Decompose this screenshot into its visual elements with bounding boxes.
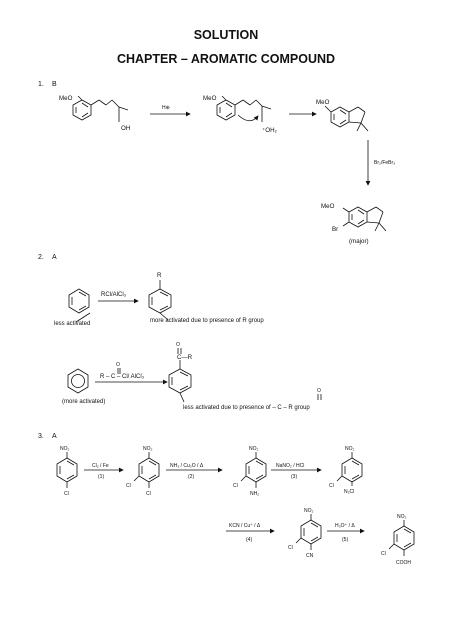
- q3-nh2-3: NH₂: [250, 491, 259, 497]
- q1-br-label: Br: [332, 226, 338, 233]
- q3-step2-num: (2): [188, 474, 194, 480]
- q3-step3-num: (3): [291, 474, 297, 480]
- q2-less-activated: less activated: [54, 321, 90, 327]
- q3-cl-1: Cl: [64, 491, 69, 497]
- q2-reagent-rcl: RCl/AlCl₃: [101, 292, 127, 298]
- q1-reagent-br: Br₂/FeBr₃: [374, 160, 395, 166]
- q1-meo-label-4: MeO: [321, 203, 335, 210]
- q3-cl-4: Cl: [329, 483, 334, 489]
- q3-step1-num: (1): [98, 474, 104, 480]
- q1-meo-label-2: MeO: [203, 95, 217, 102]
- q2-acyl-cr: C—R: [177, 354, 193, 361]
- q1-reactant: [72, 95, 129, 122]
- q3-compound-5: [295, 514, 322, 550]
- q3-compound-2: [133, 452, 160, 488]
- q2-more-activated: (more activated): [62, 399, 105, 405]
- q3-no2-1: NO₂: [60, 446, 70, 452]
- q3-no2-3: NO₂: [249, 446, 259, 452]
- q1-meo-label-3: MeO: [316, 99, 330, 106]
- question-2-answer: A: [52, 254, 57, 261]
- q1-major-label: (major): [349, 238, 369, 245]
- q3-no2-2: NO₂: [143, 446, 153, 452]
- q3-step2-reagent: NH₃ / Cu₂O / Δ: [170, 463, 204, 469]
- q1-oh2-label: ⁺OH₂: [262, 127, 278, 134]
- q3-cl-3: Cl: [233, 483, 238, 489]
- q2-alkylbenzene: [148, 280, 172, 314]
- chapter-title: CHAPTER – AROMATIC COMPOUND: [116, 52, 336, 66]
- q3-no2-6: NO₂: [397, 514, 407, 520]
- q3-step4-num: (4): [246, 537, 252, 543]
- question-1-answer: B: [52, 81, 57, 88]
- q3-cl-2b: Cl: [146, 491, 151, 497]
- q2-acyl-o: O: [176, 342, 180, 348]
- q2-pointer-3: [179, 392, 185, 403]
- q2-r-label: R: [157, 272, 162, 279]
- q2-benzene: [68, 288, 90, 314]
- q3-cn-5: CN: [306, 553, 314, 559]
- question-3-answer: A: [52, 433, 57, 440]
- q2-less-activated-due: less activated due to presence of – C – …: [183, 405, 310, 411]
- q3-compound-3: [240, 452, 267, 488]
- q1-indane-product: [324, 105, 369, 132]
- q2-benzene-2: [67, 368, 89, 394]
- q2-more-activated-due: more activated due to presence of R grou…: [150, 318, 264, 324]
- q1-meo-label-1: MeO: [59, 95, 73, 102]
- q2-group-o: O: [317, 388, 321, 394]
- q1-oh-label: OH: [121, 125, 130, 132]
- q3-n2cl-4: N₂Cl: [344, 489, 354, 495]
- q3-no2-4: NO₂: [345, 446, 355, 452]
- q1-reagent-h: H⊕: [162, 105, 170, 111]
- q3-step5-num: (5): [342, 537, 348, 543]
- q3-cl-2a: Cl: [126, 483, 131, 489]
- q3-no2-5: NO₂: [304, 508, 314, 514]
- q1-bromo-product: [342, 206, 387, 232]
- q2-reagent-o: O: [116, 362, 120, 368]
- q3-cl-5: Cl: [288, 545, 293, 551]
- q3-compound-6: [388, 520, 415, 556]
- q3-step1-reagent: Cl₂ / Fe: [92, 463, 109, 469]
- question-2-number: 2.: [38, 254, 44, 261]
- q2-pointer-1: [75, 312, 91, 323]
- question-3-number: 3.: [38, 433, 44, 440]
- q3-cooh-6: COOH: [396, 560, 411, 566]
- page-title: SOLUTION: [193, 28, 259, 42]
- q1-intermediate-cation: [216, 95, 272, 122]
- q3-cl-6: Cl: [381, 551, 386, 557]
- question-1-number: 1.: [38, 81, 44, 88]
- q3-step3-reagent: NaNO₂ / HCl: [276, 463, 304, 469]
- q3-step5-reagent: H₃O⁺ / Δ: [335, 523, 355, 529]
- q2-pointer-2: [159, 312, 169, 321]
- q2-reagent-acyl: R – C – Cl/ AlCl₃: [100, 374, 145, 380]
- q3-compound-1: [56, 452, 78, 488]
- q3-compound-4: [336, 452, 363, 486]
- q3-step4-reagent: KCN / Cu⁺ / Δ: [229, 523, 261, 529]
